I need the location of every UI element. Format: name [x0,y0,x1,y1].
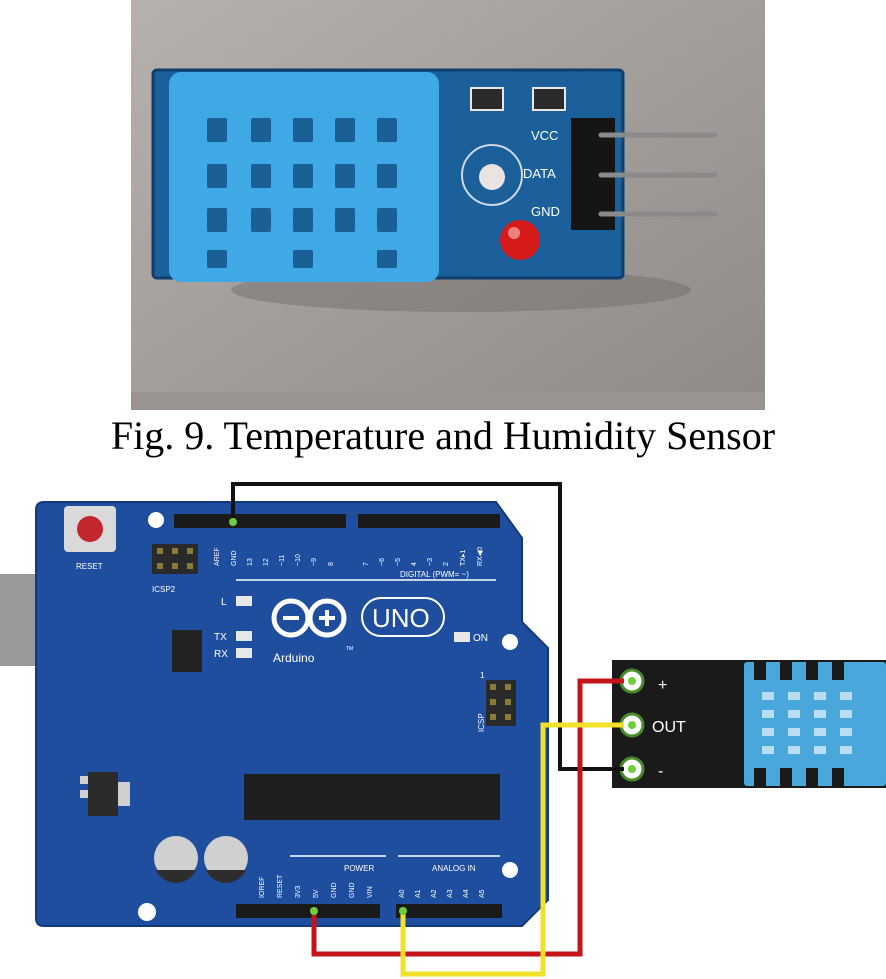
power-label: POWER [344,864,374,873]
digital-pin-label-8: 7 [363,562,370,566]
figure-caption: Fig. 9. Temperature and Humidity Sensor [110,413,776,458]
icsp2-header [152,544,198,574]
led-tx [236,631,252,641]
power-pin-label-4: GND [331,882,338,898]
photo-pin-label-data: DATA [523,166,556,181]
power-pin-label-6: VIN [367,886,374,898]
dht11-sensor-module: + OUT - [612,660,886,788]
gnd-pin-highlight [229,518,237,526]
led-rx-label: RX [214,649,228,660]
uno-badge [361,597,445,637]
a0-pin-highlight [399,907,407,915]
digital-pin-label-1: GND [231,550,238,566]
capacitor-left [154,836,198,883]
analog-pin-label-3: A3 [447,889,454,898]
5v-pin-highlight [310,907,318,915]
dht11-module-photo: VCC DATA GND [131,0,765,410]
digital-pin-label-9: ~6 [379,558,386,566]
led-on [454,632,470,642]
digital-pin-label-15: RX◀0 [477,547,484,566]
digital-pin-label-4: ~11 [279,555,286,566]
power-header [236,904,380,918]
digital-pin-label-3: 12 [263,558,270,566]
power-pin-label-2: 3V3 [295,885,302,898]
photo-led [500,220,540,260]
reset-label: RESET [76,562,103,571]
arduino-uno-board [35,501,549,927]
wire-power [311,678,624,957]
reset-button-cap[interactable] [77,516,103,542]
power-pin-label-5: GND [349,882,356,898]
photo-capacitor [532,87,566,111]
digital-pin-label-6: ~9 [311,558,318,566]
analog-pin-label-5: A5 [479,889,486,898]
led-l [236,596,252,606]
arduino-logo [271,598,347,638]
power-pin-label-3: 5V [313,889,320,898]
photo-mounting-hole [461,144,523,206]
analog-label: ANALOG IN [432,864,476,873]
model-name: UNO [372,603,430,633]
analog-header [396,904,502,918]
digital-pin-labels: AREF GND 13 12 ~11 ~10 ~9 8 7 ~6 ~5 4 ~3 2 TX▸1 RX◀0 [214,547,484,566]
voltage-regulator [80,772,130,816]
photo-resistor [470,87,504,111]
digital-pin-label-11: 4 [411,562,418,566]
led-rx [236,648,252,658]
analog-pin-label-2: A2 [431,889,438,898]
capacitor-right [204,836,248,883]
mounting-hole [502,634,518,650]
dht11-housing [744,662,886,786]
sensor-label-plus: + [658,677,667,694]
power-pin-label-0: IOREF [259,877,266,898]
mounting-hole [502,862,518,878]
digital-label: DIGITAL (PWM= ~) [400,570,469,579]
digital-pin-label-13: 2 [443,562,450,566]
icsp-pin1-label: 1 [480,671,485,680]
digital-pin-label-14: TX▸1 [460,550,467,566]
icsp2-label: ICSP2 [152,585,176,594]
usb-interface-chip [172,630,202,672]
digital-pin-label-5: ~10 [295,554,302,566]
analog-pin-label-0: A0 [399,889,406,898]
mounting-hole [148,512,164,528]
digital-pin-label-7: 8 [328,562,335,566]
sensor-label-minus: - [658,763,663,780]
sensor-label-out: OUT [652,719,686,736]
microcontroller-chip [244,774,500,820]
icsp-label: ICSP [477,713,486,732]
wire-signal [400,722,624,977]
digital-pin-label-12: ~3 [427,558,434,566]
trademark: TM [346,646,353,652]
power-pin-label-1: RESET [277,874,284,898]
photo-pin-label-vcc: VCC [531,128,558,143]
digital-pin-label-2: 13 [247,558,254,566]
photo-sensor-grid [207,118,397,268]
analog-pin-labels: A0 A1 A2 A3 A4 A5 [399,889,486,898]
digital-header-right [358,514,500,528]
digital-pin-label-10: ~5 [395,558,402,566]
photo-pin-label-gnd: GND [531,204,560,219]
analog-pin-label-1: A1 [415,889,422,898]
power-pin-labels: IOREF RESET 3V3 5V GND GND VIN [259,874,374,898]
digital-pin-label-0: AREF [214,547,221,566]
digital-header-left [174,514,346,528]
led-l-label: L [221,597,227,608]
icsp-header [486,680,516,726]
led-on-label: ON [473,633,488,644]
brand-name: Arduino [273,651,315,665]
analog-pin-label-4: A4 [463,889,470,898]
mounting-hole [138,903,156,921]
led-tx-label: TX [214,632,227,643]
